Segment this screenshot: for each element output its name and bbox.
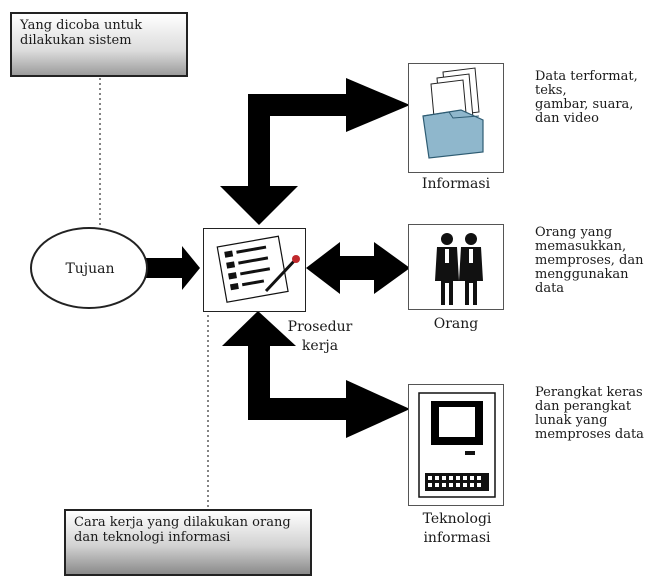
information-to-procedure-arrowhead <box>220 186 298 225</box>
procedure-to-information-shaft-vertical <box>248 94 270 200</box>
computer-terminal-icon <box>418 392 496 498</box>
people-description-line-1: Orang yang <box>535 225 613 240</box>
technology-label: Teknologi informasi <box>404 510 510 548</box>
procedure-to-information-shaft-horizontal <box>248 94 346 116</box>
procedure-to-technology-arrowhead <box>346 380 410 438</box>
folder-documents-icon <box>422 67 484 159</box>
procedure-label-line-1: Prosedur <box>287 319 353 335</box>
information-node <box>408 63 504 173</box>
people-node <box>408 224 504 310</box>
technology-label-line-2: informasi <box>423 530 491 546</box>
people-description-line-2: memasukkan, <box>535 239 627 254</box>
technology-label-line-1: Teknologi <box>422 511 492 527</box>
technology-description: Perangkat keras dan perangkat lunak yang… <box>535 386 667 442</box>
how-callout: Cara kerja yang dilakukan orang dan tekn… <box>64 509 312 576</box>
information-description-line-1: Data terformat, <box>535 69 638 84</box>
technology-node <box>408 384 504 506</box>
technology-description-line-2: dan perangkat <box>535 399 632 414</box>
procedure-to-technology-shaft-vertical <box>248 346 270 414</box>
information-label: Informasi <box>421 176 491 192</box>
people-description-line-5: data <box>535 281 565 296</box>
procedure-label: Prosedur kerja <box>270 318 370 356</box>
technology-description-line-1: Perangkat keras <box>535 385 643 400</box>
technology-description-line-4: memproses data <box>535 427 644 442</box>
how-callout-text: Cara kerja yang dilakukan orang dan tekn… <box>74 515 291 545</box>
goal-to-procedure-arrow <box>146 246 200 290</box>
procedure-node <box>203 228 306 312</box>
goal-callout: Yang dicoba untuk dilakukan sistem <box>10 12 188 77</box>
checklist-pen-icon <box>216 235 300 303</box>
goal-ellipse <box>30 227 148 309</box>
people-description: Orang yang memasukkan, memproses, dan me… <box>535 226 667 296</box>
procedure-to-information-arrowhead <box>346 78 410 132</box>
information-description-line-4: dan video <box>535 111 599 126</box>
information-description: Data terformat, teks, gambar, suara, dan… <box>535 70 667 126</box>
information-description-line-3: gambar, suara, <box>535 97 634 112</box>
people-icon <box>435 233 483 305</box>
technology-to-procedure-arrowhead <box>222 311 296 346</box>
procedure-label-line-2: kerja <box>301 338 339 354</box>
technology-description-line-3: lunak yang <box>535 413 608 428</box>
procedure-people-double-arrow <box>306 242 410 294</box>
people-label: Orang <box>433 316 479 332</box>
information-description-line-2: teks, <box>535 83 567 98</box>
procedure-to-technology-shaft-horizontal <box>248 398 350 420</box>
goal-label: Tujuan <box>65 261 115 277</box>
people-description-line-4: menggunakan <box>535 267 629 282</box>
goal-callout-text: Yang dicoba untuk dilakukan sistem <box>20 18 143 48</box>
people-description-line-3: memproses, dan <box>535 253 644 268</box>
